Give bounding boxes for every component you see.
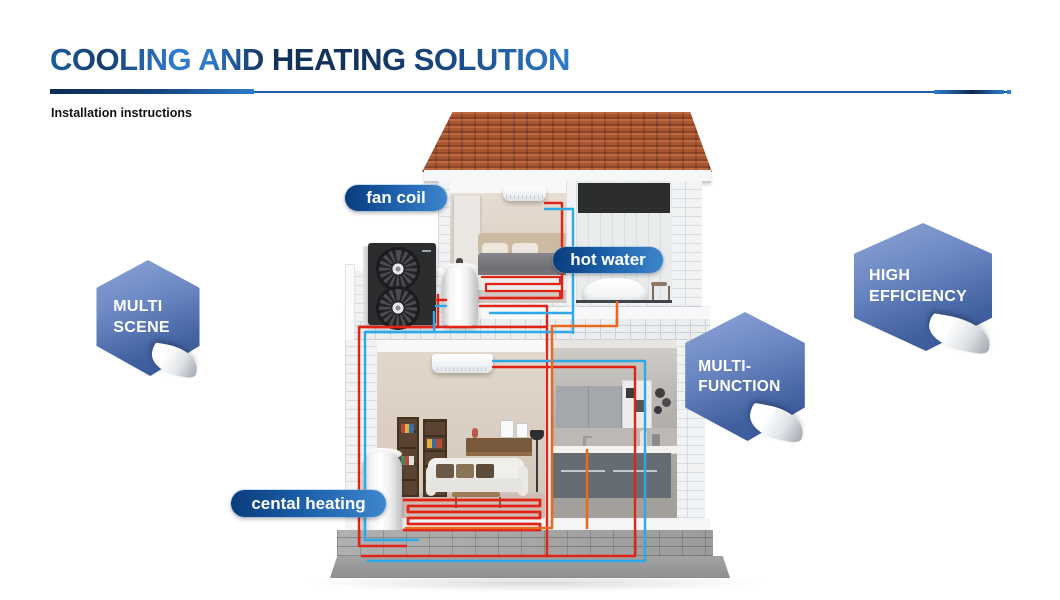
books (401, 424, 414, 433)
kitchen (551, 340, 677, 518)
floor-lamp-pole (536, 440, 538, 492)
books (401, 456, 414, 465)
roof (422, 112, 712, 172)
callout-hot-water-label: hot water (570, 250, 646, 269)
floor-lamp (530, 430, 544, 440)
kitchen-floor (551, 498, 677, 518)
cabinet-handle (613, 470, 657, 472)
kitchen-lower-cabinets (551, 453, 671, 498)
title-rule-end-tick (1007, 90, 1011, 94)
cabinet-door-line (588, 386, 589, 428)
fan-coil-unit-lower (432, 354, 493, 373)
callout-hot-water: hot water (553, 247, 663, 273)
subtitle: Installation instructions (51, 106, 192, 120)
cabinet-handle (561, 470, 605, 472)
page-title: COOLING AND HEATING SOLUTION (50, 42, 570, 77)
base-platform-face (330, 556, 730, 578)
wall-plate (654, 406, 662, 414)
coffee-table-legs (455, 497, 501, 508)
badge-high-efficiency: HIGH EFFICIENCY (848, 223, 998, 355)
sofa-cushion (436, 464, 454, 478)
shelf-items (626, 388, 634, 398)
counter-bottle (640, 430, 647, 446)
badge-line: EFFICIENCY (869, 288, 968, 305)
stool-legs (652, 286, 670, 303)
water-tank-upper (442, 266, 478, 326)
callout-central-heating: cental heating (231, 490, 386, 517)
base-platform-pavers (337, 530, 713, 556)
wall-plate (662, 398, 671, 407)
bathroom-dark-panel (578, 183, 670, 213)
callout-fan-coil: fan coil (345, 185, 447, 211)
title-rule-accent-right (934, 90, 1004, 94)
badge-multi-scene: MULTI SCENE (92, 260, 204, 379)
badge-line: HIGH (869, 267, 911, 285)
ground-shadow (305, 574, 765, 592)
counter-jar (652, 434, 660, 446)
faucet-spout (583, 436, 592, 438)
picture-frame (500, 420, 514, 438)
kitchen-upper-cabinets (556, 386, 622, 430)
decor-vase (472, 428, 478, 438)
fan-coil-unit-upper (503, 186, 546, 201)
callout-fan-coil-label: fan coil (366, 188, 426, 207)
sofa-cushion (476, 464, 494, 478)
heat-pump-fan-bottom (376, 286, 420, 330)
title-rule-accent-left (50, 89, 254, 94)
books (427, 439, 442, 448)
badge-line: FUNCTION (698, 377, 781, 395)
picture-frame (516, 423, 528, 438)
shelf-items (636, 400, 645, 412)
badge-line: MULTI (113, 298, 163, 316)
title-rule-line (50, 91, 1008, 93)
wall-shelf (466, 438, 532, 456)
sofa-cushion (456, 464, 474, 478)
bathtub (583, 278, 647, 303)
heat-pump-fan-top (376, 247, 420, 291)
bathroom (576, 181, 672, 303)
callout-central-heating-label: cental heating (251, 493, 366, 513)
badge-multi-function: MULTI- FUNCTION (680, 312, 810, 445)
bed-mattress (476, 275, 570, 291)
badge-line: MULTI- (698, 357, 752, 375)
stool (651, 282, 667, 286)
bathroom-floor (576, 300, 672, 303)
wall-plate (655, 388, 665, 398)
heat-pump-brand-mark (422, 250, 431, 252)
sofa-seat (430, 478, 522, 492)
badge-line: SCENE (113, 319, 170, 336)
terrace-pillar (345, 264, 355, 342)
